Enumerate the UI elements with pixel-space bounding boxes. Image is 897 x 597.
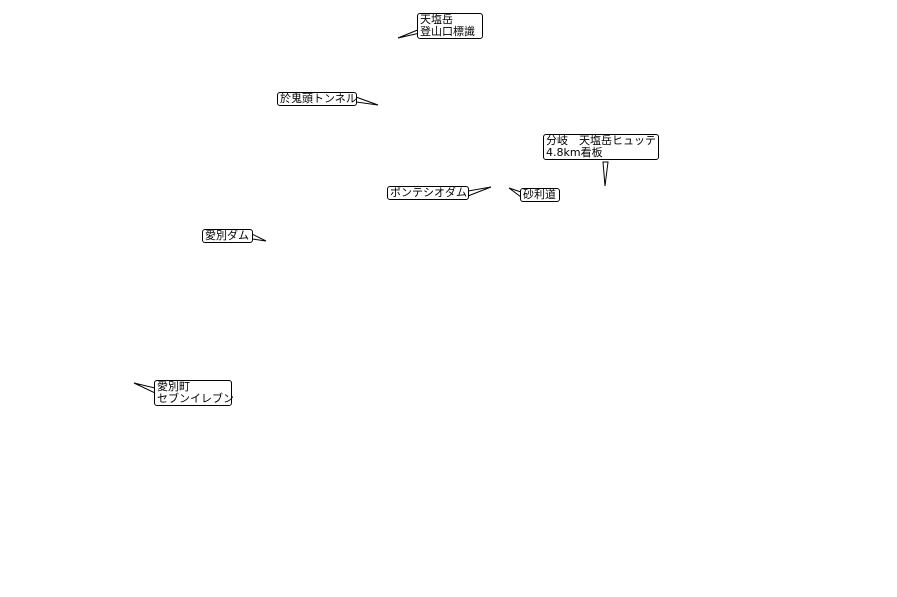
label-line: 愛別ダム [205,229,249,242]
label-branch-hut-sign[interactable]: 分岐 天塩岳ヒュッテ 4.8km看板 [543,134,659,160]
pointer-aibetsu-seven-eleven [133,382,156,394]
pointer-pontesio-dam [467,186,492,197]
label-tenshio-trailhead[interactable]: 天塩岳 登山口標識 [417,13,483,39]
label-line: 登山口標識 [420,25,475,38]
label-gravel-road[interactable]: 砂利道 [520,188,560,202]
label-line: 於鬼頭トンネル [280,92,357,105]
label-line: ポンテシオダム [390,186,467,199]
pointer-aibetsu-dam [251,233,267,242]
label-line: 分岐 天塩岳ヒュッテ [546,134,656,147]
pointer-okito-tunnel [355,96,379,106]
label-line: 砂利道 [523,188,556,201]
label-line: 4.8km看板 [546,146,603,159]
pointer-branch-hut-sign [602,161,609,187]
label-line: 愛別町 [157,380,190,393]
label-line: 天塩岳 [420,13,453,26]
label-pontesio-dam[interactable]: ポンテシオダム [387,186,469,200]
label-aibetsu-dam[interactable]: 愛別ダム [202,229,253,243]
label-okito-tunnel[interactable]: 於鬼頭トンネル [277,92,357,106]
label-line: セブンイレブン [157,392,234,405]
label-aibetsu-seven-eleven[interactable]: 愛別町 セブンイレブン [154,380,234,406]
